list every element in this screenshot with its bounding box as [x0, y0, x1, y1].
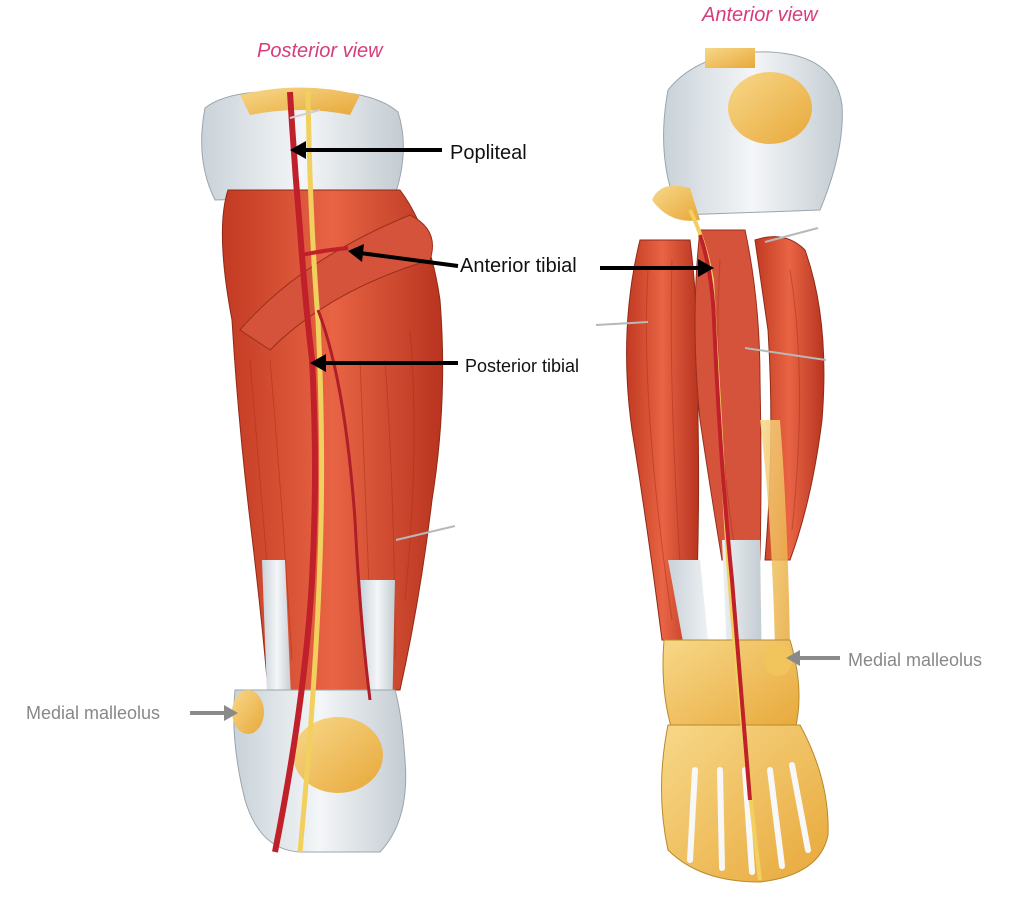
posterior-view-title: Posterior view — [257, 40, 383, 62]
anterior-view-title: Anterior view — [702, 4, 818, 26]
anterior-medial-muscle — [754, 236, 825, 561]
medial-malleolus-right-arrowhead — [786, 650, 800, 666]
posterior-leg — [201, 87, 456, 853]
anterior-tibial-label: Anterior tibial — [460, 255, 577, 277]
medial-malleolus-posterior-label: Medial malleolus — [26, 703, 161, 723]
popliteal-arrowhead — [290, 141, 306, 159]
anterior-leg — [595, 48, 843, 883]
anterior-tibia — [760, 420, 790, 650]
anterior-medial-malleolus — [764, 644, 792, 676]
anterior-toe-tendons — [687, 762, 811, 875]
posterior-tibial-arrowhead — [310, 354, 326, 372]
anterior-tibial-artery — [698, 234, 752, 801]
posterior-anterior-tibial-branch — [301, 246, 349, 257]
medial-malleolus-anterior-label: Medial malleolus — [848, 650, 983, 670]
anterior-patella — [728, 72, 812, 144]
posterior-tibial-nerve — [297, 91, 325, 853]
label-arrows — [190, 141, 840, 721]
medial-malleolus-left-arrowhead — [224, 705, 238, 721]
anterior-tibial-right-arrowhead — [698, 259, 714, 277]
anterior-tibial-left-arrowhead — [348, 244, 364, 262]
posterior-soleus-arch — [239, 214, 433, 351]
anterior-fibula-head — [652, 185, 700, 221]
anterior-tibialis-muscle — [694, 229, 762, 561]
posterior-medial-malleolus — [232, 690, 264, 734]
popliteal-label: Popliteal — [450, 142, 527, 164]
posterior-calcaneus — [293, 717, 383, 793]
posterior-popliteal-artery — [272, 91, 318, 853]
posterior-achilles-tendon — [262, 560, 292, 720]
posterior-peroneal-artery — [316, 309, 372, 701]
posterior-tibial-label: Posterior tibial — [465, 356, 580, 376]
posterior-knee-bone — [240, 87, 360, 115]
